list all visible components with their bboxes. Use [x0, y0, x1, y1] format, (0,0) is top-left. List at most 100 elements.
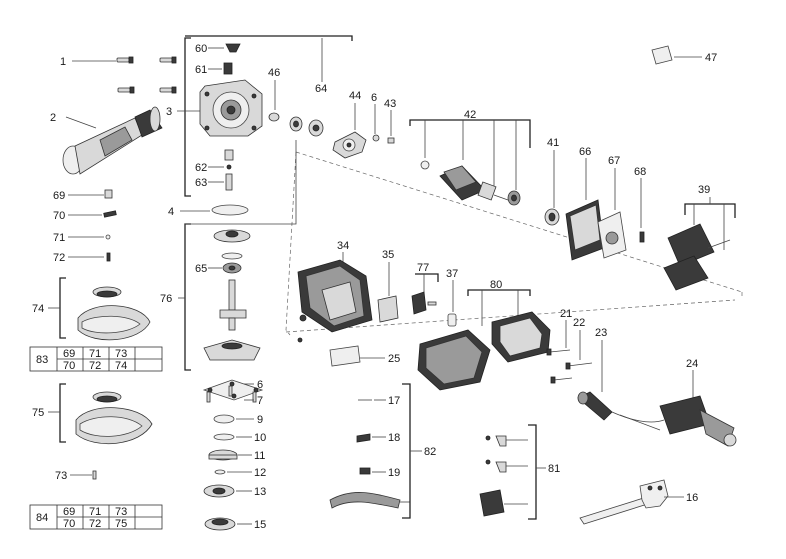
- part-35-switch: [377, 262, 399, 323]
- label-part-46: 46: [268, 67, 280, 79]
- table-84-id: 84: [36, 512, 48, 524]
- label-part-4: 4: [168, 206, 174, 218]
- label-part-2: 2: [50, 112, 56, 124]
- label-part-35: 35: [382, 249, 394, 261]
- part-72-pin: [68, 252, 111, 262]
- bracket-82: [402, 383, 411, 519]
- table-83-cell: 72: [89, 360, 101, 372]
- part-75-guard: [48, 383, 153, 445]
- label-part-1: 1: [60, 56, 66, 68]
- label-part-18: 18: [388, 432, 400, 444]
- part-70-spring: [68, 210, 117, 218]
- label-part-72: 72: [53, 252, 65, 264]
- label-part-15: 15: [254, 519, 266, 531]
- part-43-screw: [387, 110, 395, 144]
- part-4-o-ring: [180, 204, 249, 216]
- label-part-62: 62: [195, 162, 207, 174]
- part-19-lever: [329, 467, 410, 509]
- label-part-82: 82: [424, 446, 436, 458]
- label-part-12: 12: [254, 467, 266, 479]
- spindle-group: [178, 140, 297, 371]
- label-part-67: 67: [608, 155, 620, 167]
- part-23-cable-sleeve: [577, 340, 613, 421]
- part-25-box: [329, 345, 385, 367]
- table-84: 84 69 71 73 70 72 75: [29, 504, 163, 530]
- part-46-washer: [268, 80, 303, 132]
- part-18-spring: [356, 433, 386, 443]
- table-84-cell: 71: [89, 506, 101, 518]
- part-22-screw: [550, 330, 593, 384]
- part-41-bearing: [544, 150, 560, 226]
- label-part-77: 77: [417, 262, 429, 274]
- label-part-6-top: 6: [371, 92, 377, 104]
- part-42-armature: [409, 119, 531, 206]
- label-part-24: 24: [686, 358, 698, 370]
- label-part-74: 74: [32, 303, 44, 315]
- part-24-power-cord: [611, 370, 737, 447]
- label-part-70: 70: [53, 210, 65, 222]
- part-11-collar: [208, 449, 252, 461]
- label-part-69: 69: [53, 190, 65, 202]
- part-6-7-screws-bottom: [202, 379, 264, 403]
- part-39-rear-cover: [663, 197, 736, 291]
- table-83-cell: 74: [115, 360, 127, 372]
- part-12-ring: [214, 469, 252, 475]
- gear-housing-group: [177, 35, 353, 197]
- table-83-cell: 73: [115, 348, 127, 360]
- part-34-motor-housing: [297, 252, 373, 343]
- table-83-cell: 70: [63, 360, 75, 372]
- table-84-cell: 69: [63, 506, 75, 518]
- table-83-cell: 69: [63, 348, 75, 360]
- table-84-cell: 73: [115, 506, 127, 518]
- label-part-43: 43: [384, 98, 396, 110]
- label-part-39: 39: [698, 184, 710, 196]
- label-part-65: 65: [195, 263, 207, 275]
- table-83-id: 83: [36, 354, 48, 366]
- part-2-side-handle: [62, 106, 163, 175]
- part-66-stator: [565, 158, 605, 261]
- part-67-field: [597, 168, 627, 259]
- label-part-13: 13: [254, 486, 266, 498]
- table-83-cell: 71: [89, 348, 101, 360]
- label-part-81: 81: [548, 463, 560, 475]
- part-15-nut: [204, 517, 252, 531]
- label-part-21: 21: [560, 308, 572, 320]
- part-68-spring: [639, 178, 645, 243]
- label-part-44: 44: [349, 90, 361, 102]
- table-84-cell: 75: [115, 518, 127, 530]
- label-part-61: 61: [195, 64, 207, 76]
- label-part-25: 25: [388, 353, 400, 365]
- part-21-screw: [546, 320, 571, 356]
- assembly-guide-lines: [285, 151, 743, 336]
- label-part-7: 7: [257, 395, 263, 407]
- label-part-16: 16: [686, 492, 698, 504]
- part-80-handle: [417, 289, 551, 391]
- label-part-41: 41: [547, 137, 559, 149]
- label-part-63: 63: [195, 177, 207, 189]
- part-6-screw-top: [372, 104, 380, 142]
- label-part-6-bottom: 6: [257, 379, 263, 391]
- part-13-flange: [203, 484, 252, 498]
- part-74-guard: [48, 277, 151, 341]
- label-part-66: 66: [579, 146, 591, 158]
- label-part-23: 23: [595, 327, 607, 339]
- label-part-73: 73: [55, 470, 67, 482]
- label-part-71: 71: [53, 232, 65, 244]
- label-part-17: 17: [388, 395, 400, 407]
- label-part-22: 22: [573, 317, 585, 329]
- label-part-9: 9: [257, 414, 263, 426]
- label-part-47: 47: [705, 52, 717, 64]
- label-part-34: 34: [337, 240, 349, 252]
- part-16-spanner: [579, 479, 684, 525]
- part-10-washer: [213, 433, 252, 441]
- part-47-label-plate: [651, 45, 702, 65]
- label-part-76: 76: [160, 293, 172, 305]
- label-part-68: 68: [634, 166, 646, 178]
- label-part-3: 3: [166, 106, 172, 118]
- part-1-screws: [72, 56, 177, 94]
- part-37-button: [447, 280, 457, 327]
- label-part-60: 60: [195, 43, 207, 55]
- part-81-switch-group: [479, 424, 546, 520]
- part-73-screw: [70, 470, 97, 480]
